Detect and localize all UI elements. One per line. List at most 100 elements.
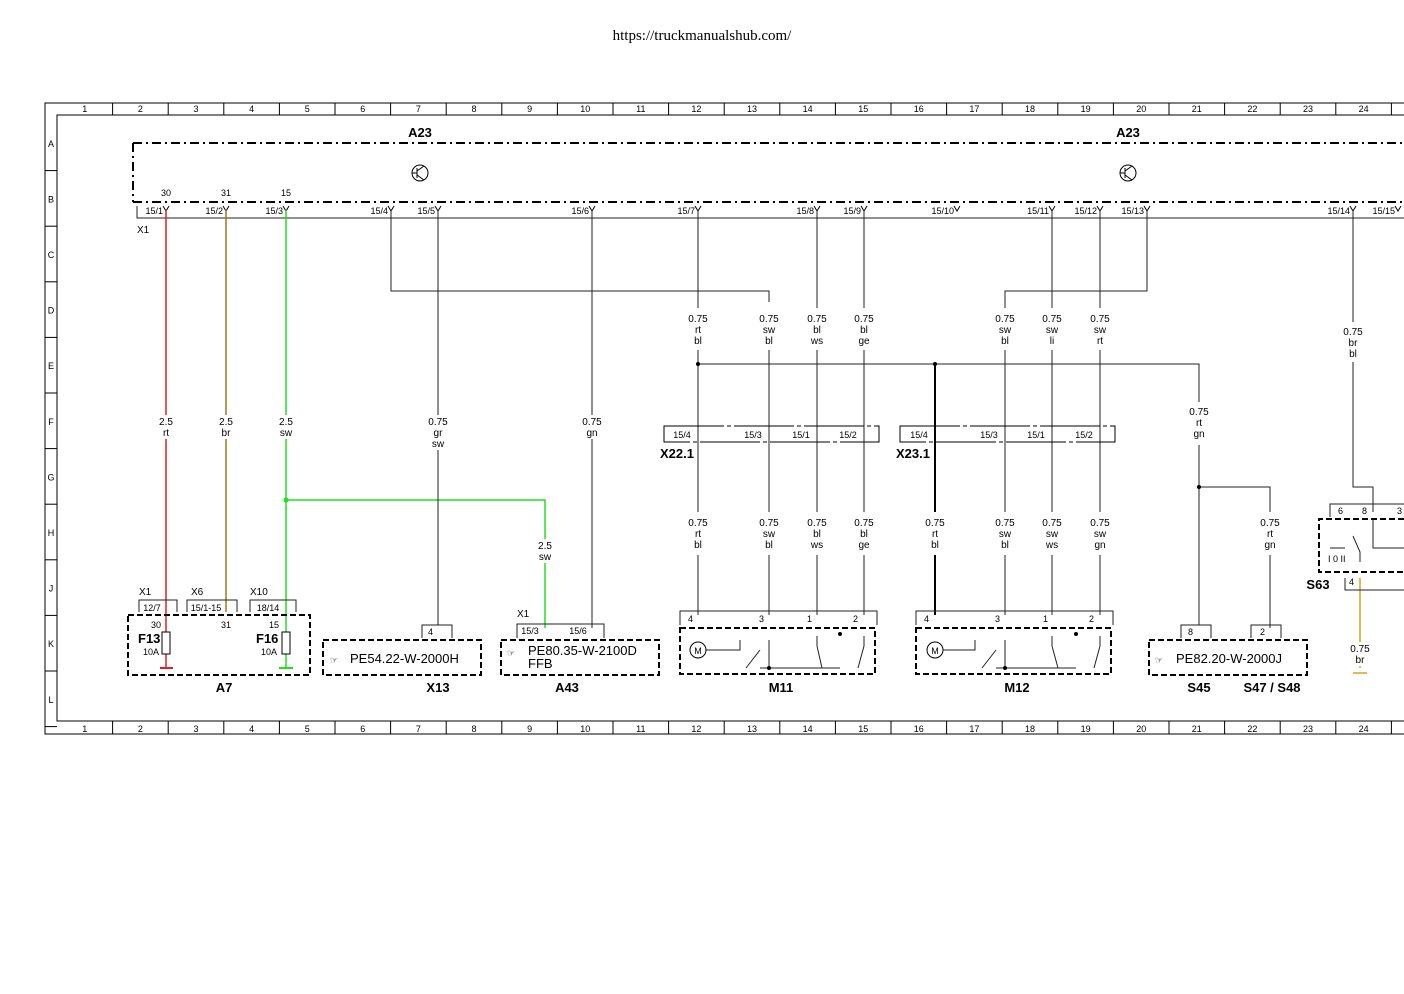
bus-pin-label: 15/2 [205, 206, 223, 216]
column-number: 6 [360, 724, 365, 734]
x1-connector-label: X1 [139, 587, 152, 598]
column-number: 7 [416, 104, 421, 114]
wire-spec: bl [813, 529, 821, 540]
wire-spec: bl [694, 540, 702, 551]
x23-pin: 15/4 [910, 430, 928, 440]
a23-outline [132, 142, 1404, 203]
x23-pin: 15/1 [1027, 430, 1045, 440]
pin-31: 31 [221, 620, 231, 630]
column-number: 10 [580, 724, 590, 734]
label-mask [1087, 312, 1113, 347]
label-mask [532, 539, 558, 563]
wire-spec: gr [434, 428, 444, 439]
wire-spec: rt [163, 428, 169, 439]
wire-spec: 0.75 [925, 518, 945, 529]
connector-brackets [138, 599, 297, 612]
wire-spec: 0.75 [995, 314, 1015, 325]
x6-connector-label: X6 [191, 587, 204, 598]
column-number: 3 [193, 104, 198, 114]
a7-box [127, 614, 311, 676]
column-number: 23 [1303, 104, 1313, 114]
bus-pin-label: 15/8 [796, 206, 814, 216]
column-number: 9 [527, 104, 532, 114]
junction [1197, 485, 1201, 489]
pin-30: 30 [151, 620, 161, 630]
row-letter: D [48, 306, 55, 316]
column-number: 17 [969, 104, 979, 114]
column-number: 22 [1247, 724, 1257, 734]
column-number: 14 [803, 104, 813, 114]
wire-spec: li [1050, 336, 1054, 347]
wire-spec: bl [860, 325, 868, 336]
column-number: 20 [1136, 104, 1146, 114]
pin-arrow [1394, 205, 1402, 212]
wire-spec: sw [1046, 325, 1059, 336]
column-number: 2 [138, 724, 143, 734]
column-number: 8 [471, 104, 476, 114]
source-url[interactable]: https://truckmanualshub.com/ [612, 28, 792, 44]
column-number: 8 [471, 724, 476, 734]
fuse-icon [161, 631, 171, 655]
x22-1-label: X22.1 [660, 446, 694, 461]
column-number: 3 [193, 724, 198, 734]
wire-spec: sw [1094, 325, 1107, 336]
junction [1074, 632, 1078, 636]
x1-label: X1 [137, 225, 150, 236]
bus-pin-label: 15/9 [843, 206, 861, 216]
x13-reference[interactable]: PE54.22-W-2000H [350, 651, 459, 666]
column-number: 11 [636, 724, 645, 734]
label-mask [1039, 312, 1065, 347]
wire-spec: bl [813, 325, 821, 336]
wire-15-13 [1004, 210, 1148, 308]
label-mask [851, 312, 877, 347]
m12-pin: 3 [995, 614, 1000, 624]
wire-spec: 0.75 [1090, 518, 1110, 529]
wire-spec: bl [1349, 349, 1357, 360]
a43-connector [516, 623, 605, 638]
x10-connector-label: X10 [250, 587, 268, 598]
m11-pin: 3 [759, 614, 764, 624]
s63-box [1318, 518, 1404, 573]
s45-connector [1180, 624, 1282, 638]
wire-spec: ge [858, 336, 870, 347]
wire-spec: bl [1001, 336, 1009, 347]
wire-spec: rt [1097, 336, 1103, 347]
label-mask [1257, 516, 1283, 551]
s63-pin: 3 [1397, 506, 1402, 516]
label-mask [1347, 642, 1373, 666]
m11-label: M11 [769, 680, 794, 695]
row-letter: K [48, 639, 54, 649]
x13-pin: 4 [428, 627, 433, 637]
label-mask [685, 312, 711, 347]
reference-hand-icon: ☞ [1155, 655, 1163, 665]
m11-pin: 2 [853, 614, 858, 624]
m12-pin: 4 [924, 614, 929, 624]
s47-pin: 2 [1260, 627, 1265, 637]
column-number: 18 [1025, 724, 1035, 734]
s45-reference[interactable]: PE82.20-W-2000J [1176, 651, 1282, 666]
a43-reference[interactable]: PE80.35-W-2100D [528, 643, 637, 658]
wire-spec: 0.75 [1042, 518, 1062, 529]
row-letter: G [47, 472, 54, 482]
column-number: 5 [305, 104, 310, 114]
m12-connector [915, 610, 1114, 625]
column-number: 9 [527, 724, 532, 734]
reference-hand-icon: ☞ [507, 648, 515, 658]
s45-box [1148, 639, 1308, 676]
wire-spec: sw [432, 439, 445, 450]
wire-spec: ws [810, 540, 823, 551]
label-mask [804, 516, 830, 551]
bus-pin-label: 15/5 [417, 206, 435, 216]
wire-spec: 2.5 [538, 541, 552, 552]
x23-pin: 15/3 [980, 430, 998, 440]
pin-31-top: 31 [221, 188, 231, 198]
wire-spec: 0.75 [1189, 407, 1209, 418]
s45-label: S45 [1187, 680, 1210, 695]
column-number: 17 [969, 724, 979, 734]
junction [696, 362, 700, 366]
wire-spec: 0.75 [1090, 314, 1110, 325]
inner-frame [56, 114, 1404, 722]
wire-spec: 0.75 [428, 417, 448, 428]
